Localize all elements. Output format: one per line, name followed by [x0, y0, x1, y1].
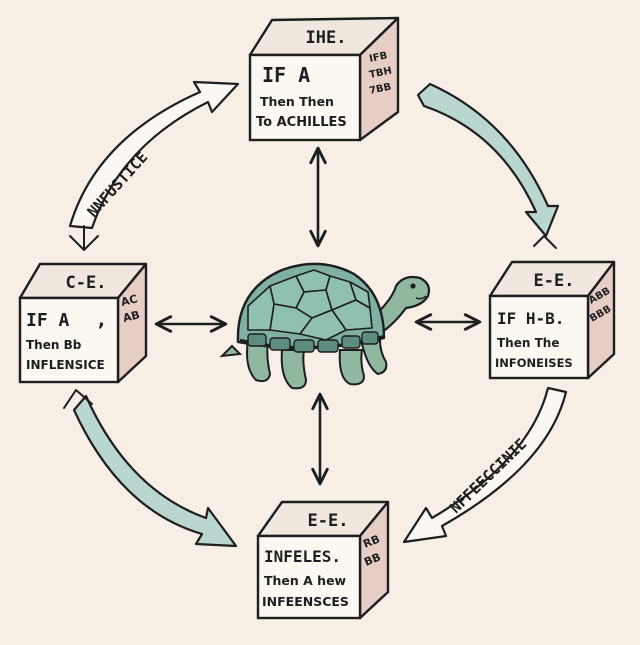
box-bottom-header: E-E.: [308, 511, 349, 531]
box-left-header: C-E.: [66, 273, 107, 293]
tortoise-icon: [219, 262, 431, 390]
box-bottom-line2: Then A hew: [264, 573, 347, 588]
box-left-line2: Then Bb: [26, 338, 82, 352]
box-top-header: IHE.: [306, 28, 347, 48]
box-bottom: E-E. INFELES. Then A hew INFEENSCES RB B…: [256, 500, 390, 620]
box-bottom-line3: INFEENSCES: [262, 594, 349, 609]
banner-arrow-bottom-right: NFFEECCINIE: [402, 386, 568, 544]
box-right-header: E-E.: [534, 271, 575, 291]
box-left-side2: AB: [122, 308, 142, 325]
banner-arrow-top-left: NNFUSTICE: [68, 80, 240, 251]
box-right-line1: IF H-B.: [497, 309, 564, 328]
box-top-line1: IF A: [262, 63, 310, 87]
cycle-arrow-top-right: [416, 82, 560, 249]
box-left-side1: AC: [120, 292, 139, 309]
box-bottom-side2: BB: [362, 550, 382, 568]
box-right-line3: INFONEISES: [495, 356, 573, 370]
box-top-line2: Then Then: [260, 94, 334, 109]
box-bottom-line1: INFELES.: [264, 547, 341, 566]
box-bottom-side1: RB: [361, 532, 382, 550]
box-right-line2: Then The: [497, 336, 559, 350]
box-right: E-E. IF H-B. Then The INFONEISES ABB BBB: [488, 260, 616, 380]
box-top-side3: 7BB: [368, 82, 392, 97]
box-top: IHE. IF A Then Then To ACHILLES IFB TBH …: [248, 16, 400, 142]
box-left-line1: IF A: [26, 310, 70, 331]
cycle-arrow-bottom-left: [63, 389, 238, 548]
banner-bottom-right-label: NFFEECCINIE: [446, 435, 530, 517]
box-left-comma: ,: [98, 310, 105, 331]
box-left-line3: INFLENSICE: [26, 358, 105, 372]
box-top-line3: To ACHILLES: [256, 115, 347, 130]
box-left: C-E. IF A , Then Bb INFLENSICE AC AB: [18, 262, 148, 384]
box-top-side2: TBH: [368, 65, 393, 81]
box-top-side1: IFB: [368, 50, 388, 65]
